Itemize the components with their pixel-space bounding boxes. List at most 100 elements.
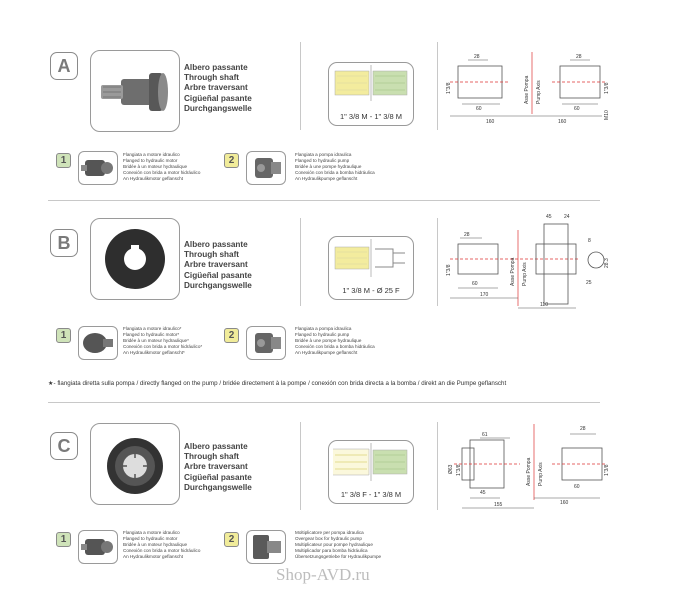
name-es: Cigüeñal pasante: [184, 93, 252, 103]
hydraulic-motor-thumb-b: [78, 326, 118, 360]
product-names-b: Albero passante Through shaft Arbre trav…: [184, 240, 252, 291]
dim-110: 110: [540, 302, 548, 308]
name-fr: Arbre traversant: [184, 260, 248, 270]
opt-line: An Hydraulikmotor geflanscht: [123, 554, 184, 560]
name-fr: Arbre traversant: [184, 83, 248, 93]
dim-160-left: 160: [486, 119, 495, 125]
dim-28-right: 28: [576, 54, 582, 60]
dim-thread-left: 1"3/8: [456, 464, 462, 476]
opt-line: Multiplicateur pour pompe hydraulique: [295, 542, 373, 548]
axis-label-it: Asse Pompa: [524, 75, 530, 104]
opt-line: Flanged to hydraulic motor: [123, 536, 178, 542]
dim-45: 45: [546, 214, 552, 220]
option-badge-2: 2: [224, 328, 239, 343]
opt-line: Flanged to hydraulic pump: [295, 332, 350, 338]
shaft-ends-box-b: 1" 3/8 M - Ø 25 F: [328, 236, 414, 300]
dim-thread-right: 1"3/8: [604, 82, 610, 94]
dim-60-right: 60: [574, 106, 580, 112]
axis-label-en: Pump Axis: [538, 462, 544, 486]
name-de: Durchgangswelle: [184, 482, 252, 492]
shaft-ends-diagram: [334, 239, 405, 277]
dim-60-left: 60: [476, 106, 482, 112]
divider: [437, 218, 438, 306]
opt-line: Bridée à un moteur hydraulique: [123, 164, 188, 170]
opt-line: Bridée à un moteur hydraulique*: [123, 338, 189, 344]
technical-drawing-b: 28 60 170 110 45 24 8 28.3 25 1"3/8 Asse…: [446, 214, 610, 309]
footnote: ★- flangiata diretta sulla pompa / direc…: [48, 380, 507, 387]
opt-line: Flangiata a motore idraulico*: [123, 326, 182, 331]
technical-drawing-c: 61 28 45 155 60 160 Ø63 1"3/8 1"3/8 Asse…: [448, 424, 610, 509]
name-it: Albero passante: [184, 63, 248, 72]
shaft-ends-diagram: [334, 65, 408, 101]
shaft-ends-label-a: 1" 3/8 M - 1" 3/8 M: [339, 112, 402, 121]
opt-line: An Hydraulikmotor geflanscht*: [123, 350, 185, 356]
dim-28: 28: [464, 232, 470, 238]
name-it: Albero passante: [184, 442, 248, 451]
dim-60: 60: [472, 281, 478, 287]
dim-thread-left: 1"3/8: [446, 82, 452, 94]
opt-line: Moltiplicatore per pompa idraulica: [295, 530, 364, 535]
divider: [300, 218, 301, 306]
dim-45: 45: [480, 490, 486, 496]
name-en: Through shaft: [184, 250, 240, 260]
option-1-text-c: Flangiata a motore idraulico Flanged to …: [123, 530, 200, 560]
dim-63: Ø63: [448, 464, 454, 474]
opt-line: Overgear box for hydraulic pump: [295, 536, 362, 542]
section-letter-c: C: [50, 432, 78, 460]
divider: [437, 42, 438, 130]
divider: [437, 422, 438, 510]
name-es: Cigüeñal pasante: [184, 472, 252, 482]
opt-line: Flangiata a motore idraulico: [123, 152, 180, 157]
option-badge-1: 1: [56, 532, 71, 547]
divider: [300, 42, 301, 130]
section-letter-a: A: [50, 52, 78, 80]
opt-line: Conexión con brida a bomba hidráulica: [295, 344, 375, 350]
opt-line: Conexión con brida a motor hidráulico*: [123, 344, 203, 350]
dim-8: 8: [588, 238, 591, 244]
dim-61: 61: [482, 432, 488, 438]
hydraulic-motor-thumb-c: [78, 530, 118, 564]
hydraulic-motor-thumb-a: [78, 151, 118, 185]
axis-label-it: Asse Pompa: [510, 257, 516, 286]
option-badge-2: 2: [224, 153, 239, 168]
section-separator: [48, 402, 600, 403]
shaft-ends-box-c: 1" 3/8 F - 1" 3/8 M: [328, 440, 414, 504]
dim-170: 170: [480, 292, 489, 298]
option-badge-1: 1: [56, 328, 71, 343]
product-names-a: Albero passante Through shaft Arbre trav…: [184, 63, 252, 114]
shaft-ends-diagram: [333, 443, 408, 481]
dim-60: 60: [574, 484, 580, 490]
option-1-text-a: Flangiata a motore idraulico Flanged to …: [123, 152, 200, 182]
opt-line: Flanged to hydraulic motor: [123, 158, 178, 164]
opt-line: Multiplicador para bomba hidráulica: [295, 548, 368, 554]
dim-25: 25: [586, 280, 592, 286]
axis-label-en: Pump Axis: [536, 80, 542, 104]
shaft-ends-label-b: 1" 3/8 M - Ø 25 F: [342, 286, 400, 295]
opt-line: Flanged to hydraulic pump: [295, 158, 350, 164]
name-en: Through shaft: [184, 73, 240, 83]
option-2-text-a: Flangiata a pompa idraulica Flanged to h…: [295, 152, 375, 182]
option-2-text-c: Moltiplicatore per pompa idraulica Overg…: [295, 530, 381, 560]
option-2-text-b: Flangiata a pompa idraulica Flanged to h…: [295, 326, 375, 356]
dim-28: 28: [580, 426, 586, 432]
shaft-ends-box-a: 1" 3/8 M - 1" 3/8 M: [328, 62, 414, 126]
opt-line: Conexión con brida a bomba hidráulica: [295, 170, 375, 176]
dim-155: 155: [494, 502, 503, 508]
opt-line: Übersetzungsgetriebe für Hydraulikpumpe: [295, 554, 382, 560]
name-it: Albero passante: [184, 240, 248, 249]
dim-28-3: 28.3: [604, 258, 610, 268]
opt-line: An Hydraulikmotor geflanscht: [123, 176, 184, 182]
section-separator: [48, 200, 600, 201]
shaft-ends-label-c: 1" 3/8 F - 1" 3/8 M: [340, 490, 402, 499]
axis-label-it: Asse Pompa: [526, 457, 532, 486]
dim-24: 24: [564, 214, 570, 220]
through-shaft-photo-c: [90, 423, 180, 505]
technical-drawing-a: 28 28 60 60 160 160 1"3/8 1"3/8 M10 Asse…: [446, 52, 610, 125]
section-letter-b: B: [50, 229, 78, 257]
dim-m10: M10: [604, 110, 610, 120]
name-de: Durchgangswelle: [184, 280, 252, 290]
opt-line: Flangiata a motore idraulico: [123, 530, 180, 535]
name-fr: Arbre traversant: [184, 462, 248, 472]
opt-line: An Hydraulikpumpe geflanscht: [295, 350, 358, 356]
opt-line: Flangiata a pompa idraulica: [295, 152, 352, 157]
